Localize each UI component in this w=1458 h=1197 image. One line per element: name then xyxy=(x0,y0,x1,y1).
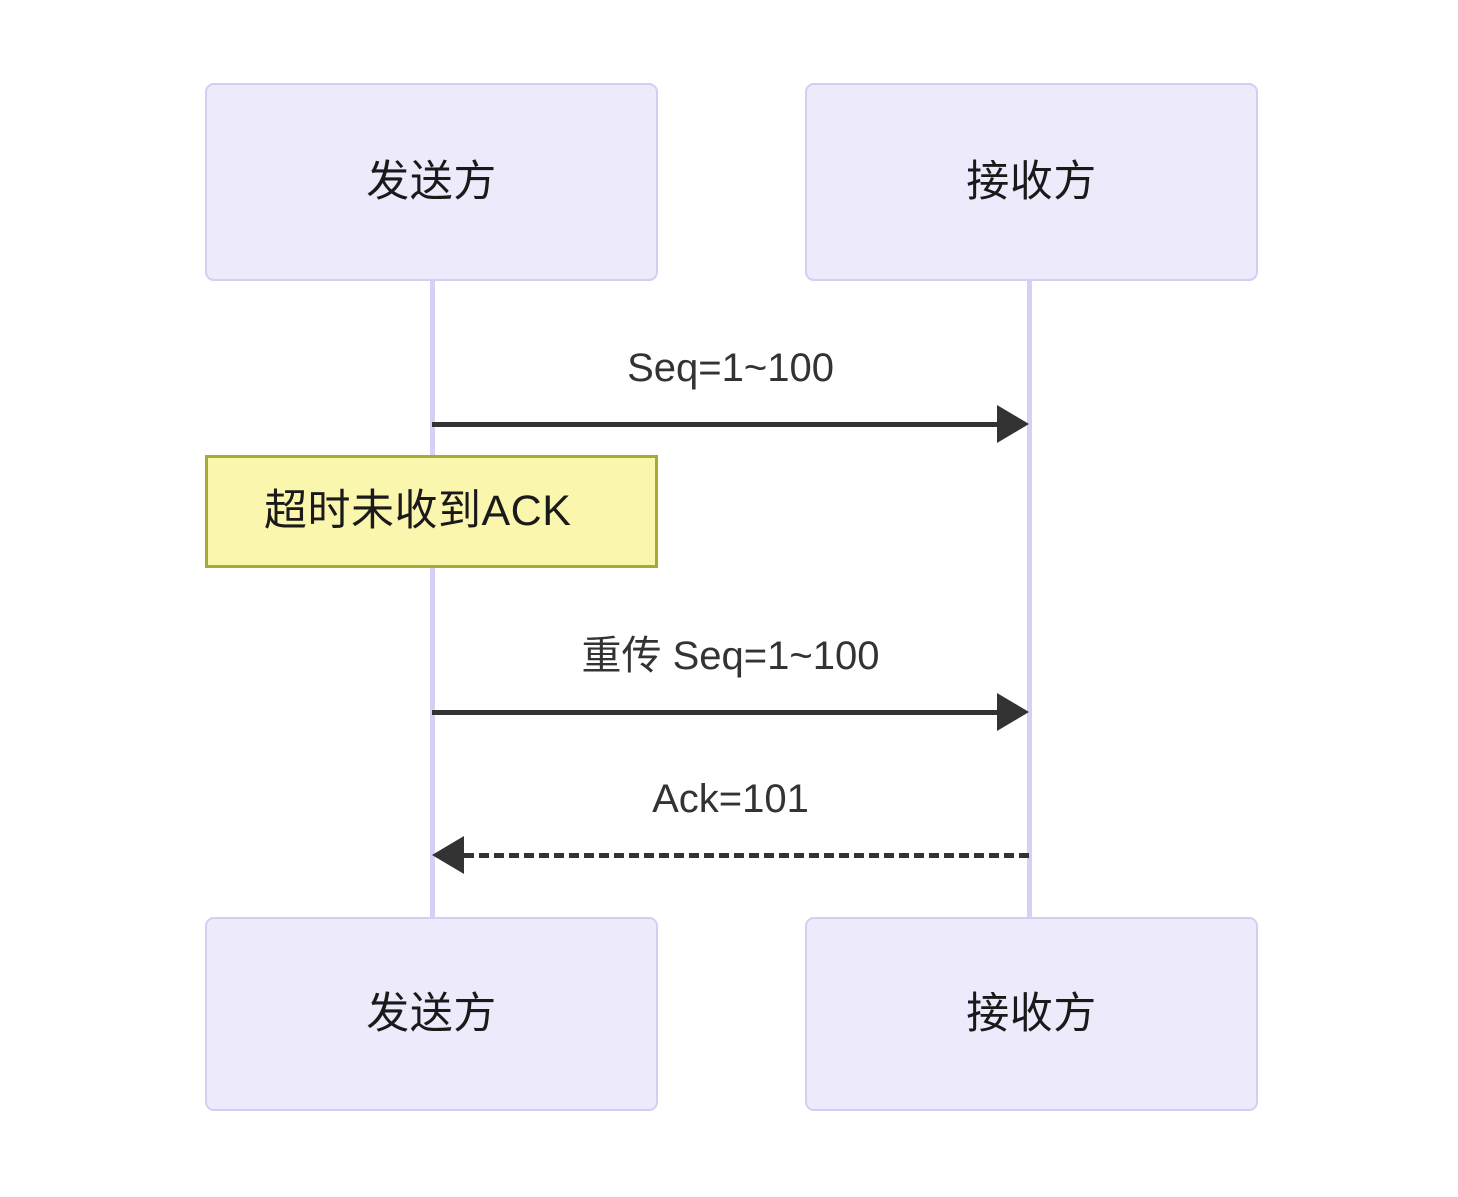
actor-box-receiver-top[interactable]: 接收方 xyxy=(805,83,1258,281)
note-label-timeout: 超时未收到ACK xyxy=(264,487,572,535)
lifeline-sender xyxy=(430,281,435,921)
lifeline-receiver xyxy=(1027,281,1032,921)
actor-label-receiver-bottom: 接收方 xyxy=(966,989,1097,1038)
message-arrowhead-2 xyxy=(997,693,1029,731)
message-label-3: Ack=101 xyxy=(652,777,809,821)
message-line-2 xyxy=(432,710,997,715)
message-arrowhead-3 xyxy=(432,836,464,874)
message-arrowhead-1 xyxy=(997,405,1029,443)
message-line-1 xyxy=(432,422,997,427)
message-label-2: 重传 Seq=1~100 xyxy=(581,634,880,678)
actor-box-sender-bottom[interactable]: 发送方 xyxy=(205,917,658,1111)
actor-label-sender-top: 发送方 xyxy=(366,157,497,206)
actor-label-sender-bottom: 发送方 xyxy=(366,989,497,1038)
actor-label-receiver-top: 接收方 xyxy=(966,157,1097,206)
actor-box-sender-top[interactable]: 发送方 xyxy=(205,83,658,281)
message-line-3 xyxy=(464,853,1029,858)
note-timeout-no-ack[interactable]: 超时未收到ACK xyxy=(205,455,658,568)
message-label-1: Seq=1~100 xyxy=(627,346,834,390)
actor-box-receiver-bottom[interactable]: 接收方 xyxy=(805,917,1258,1111)
